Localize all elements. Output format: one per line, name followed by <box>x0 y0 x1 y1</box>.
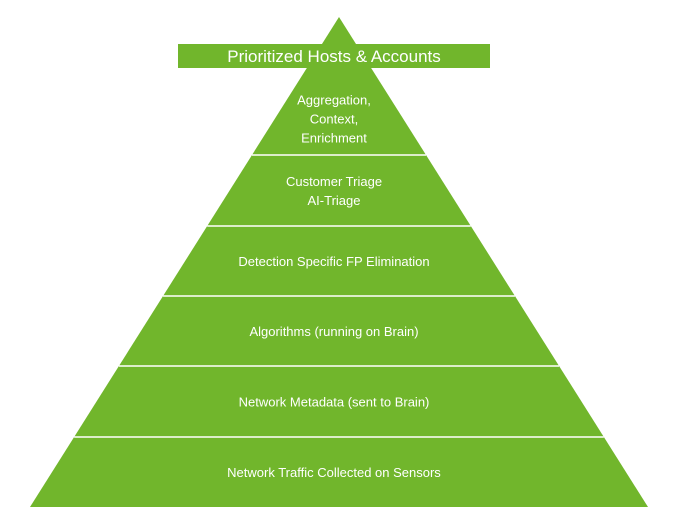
tier-5-label-line-1: Network Metadata (sent to Brain) <box>239 395 430 410</box>
tier-dividers <box>74 154 604 438</box>
tier-4-label-line-1: Algorithms (running on Brain) <box>249 324 418 339</box>
tier-2-label-line-2: AI-Triage <box>308 193 361 208</box>
title-banner-label: Prioritized Hosts & Accounts <box>227 47 441 66</box>
tier-6-label-line-1: Network Traffic Collected on Sensors <box>227 465 441 480</box>
tier-3-label-line-1: Detection Specific FP Elimination <box>238 254 429 269</box>
title-banner <box>178 44 490 68</box>
tier-1-label-line-3: Enrichment <box>301 131 367 146</box>
tier-1-label-line-2: Context, <box>310 112 358 127</box>
tier-2-label-line-1: Customer Triage <box>286 174 382 189</box>
tier-1-label-line-1: Aggregation, <box>297 93 371 108</box>
pyramid-body <box>30 17 648 507</box>
